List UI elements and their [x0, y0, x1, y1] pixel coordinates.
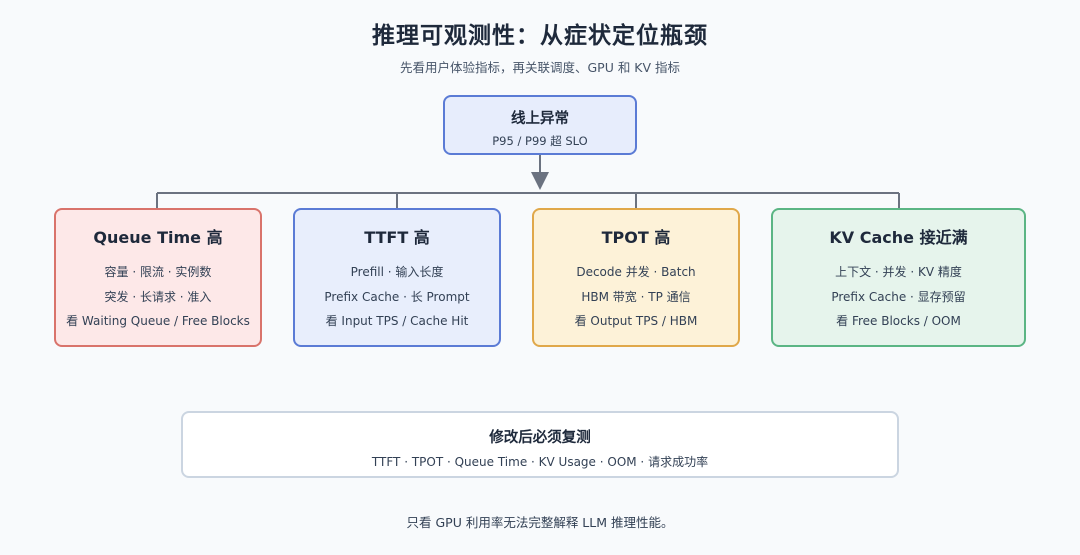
root-title: 线上异常 — [511, 111, 569, 127]
card-line: 容量 · 限流 · 实例数 — [104, 265, 212, 279]
card-line: Decode 并发 · Batch — [576, 265, 696, 279]
diagram-subtitle: 先看用户体验指标，再关联调度、GPU 和 KV 指标 — [399, 60, 681, 75]
footer-note: 只看 GPU 利用率无法完整解释 LLM 推理性能。 — [406, 515, 674, 530]
verify-title: 修改后必须复测 — [489, 430, 591, 446]
card-line: 看 Output TPS / HBM — [574, 314, 698, 328]
card-title: Queue Time 高 — [93, 228, 223, 247]
card-line: Prefix Cache · 长 Prompt — [324, 289, 470, 304]
card-line: 看 Free Blocks / OOM — [836, 314, 961, 328]
card-line: Prefill · 输入长度 — [350, 265, 444, 279]
card-line: HBM 带宽 · TP 通信 — [581, 289, 691, 304]
card-line: Prefix Cache · 显存预留 — [831, 289, 966, 304]
card-title: KV Cache 接近满 — [829, 228, 968, 247]
card-line: 看 Waiting Queue / Free Blocks — [66, 314, 250, 328]
card-ttft: TTFT 高 Prefill · 输入长度 Prefix Cache · 长 P… — [293, 208, 501, 347]
card-line: 看 Input TPS / Cache Hit — [325, 314, 469, 328]
root-subtitle: P95 / P99 超 SLO — [492, 134, 588, 148]
verify-subtitle: TTFT · TPOT · Queue Time · KV Usage · OO… — [371, 455, 709, 469]
card-line: 上下文 · 并发 · KV 精度 — [835, 265, 962, 279]
root-node: 线上异常 P95 / P99 超 SLO — [443, 95, 637, 155]
diagram-title: 推理可观测性：从症状定位瓶颈 — [372, 23, 708, 49]
card-kv-cache: KV Cache 接近满 上下文 · 并发 · KV 精度 Prefix Cac… — [771, 208, 1026, 347]
card-title: TPOT 高 — [601, 228, 671, 247]
card-queue-time: Queue Time 高 容量 · 限流 · 实例数 突发 · 长请求 · 准入… — [54, 208, 262, 347]
card-line: 突发 · 长请求 · 准入 — [104, 289, 212, 304]
card-tpot: TPOT 高 Decode 并发 · Batch HBM 带宽 · TP 通信 … — [532, 208, 740, 347]
verify-box: 修改后必须复测 TTFT · TPOT · Queue Time · KV Us… — [181, 411, 899, 478]
card-title: TTFT 高 — [364, 228, 430, 247]
connector-arrowhead — [531, 172, 549, 190]
